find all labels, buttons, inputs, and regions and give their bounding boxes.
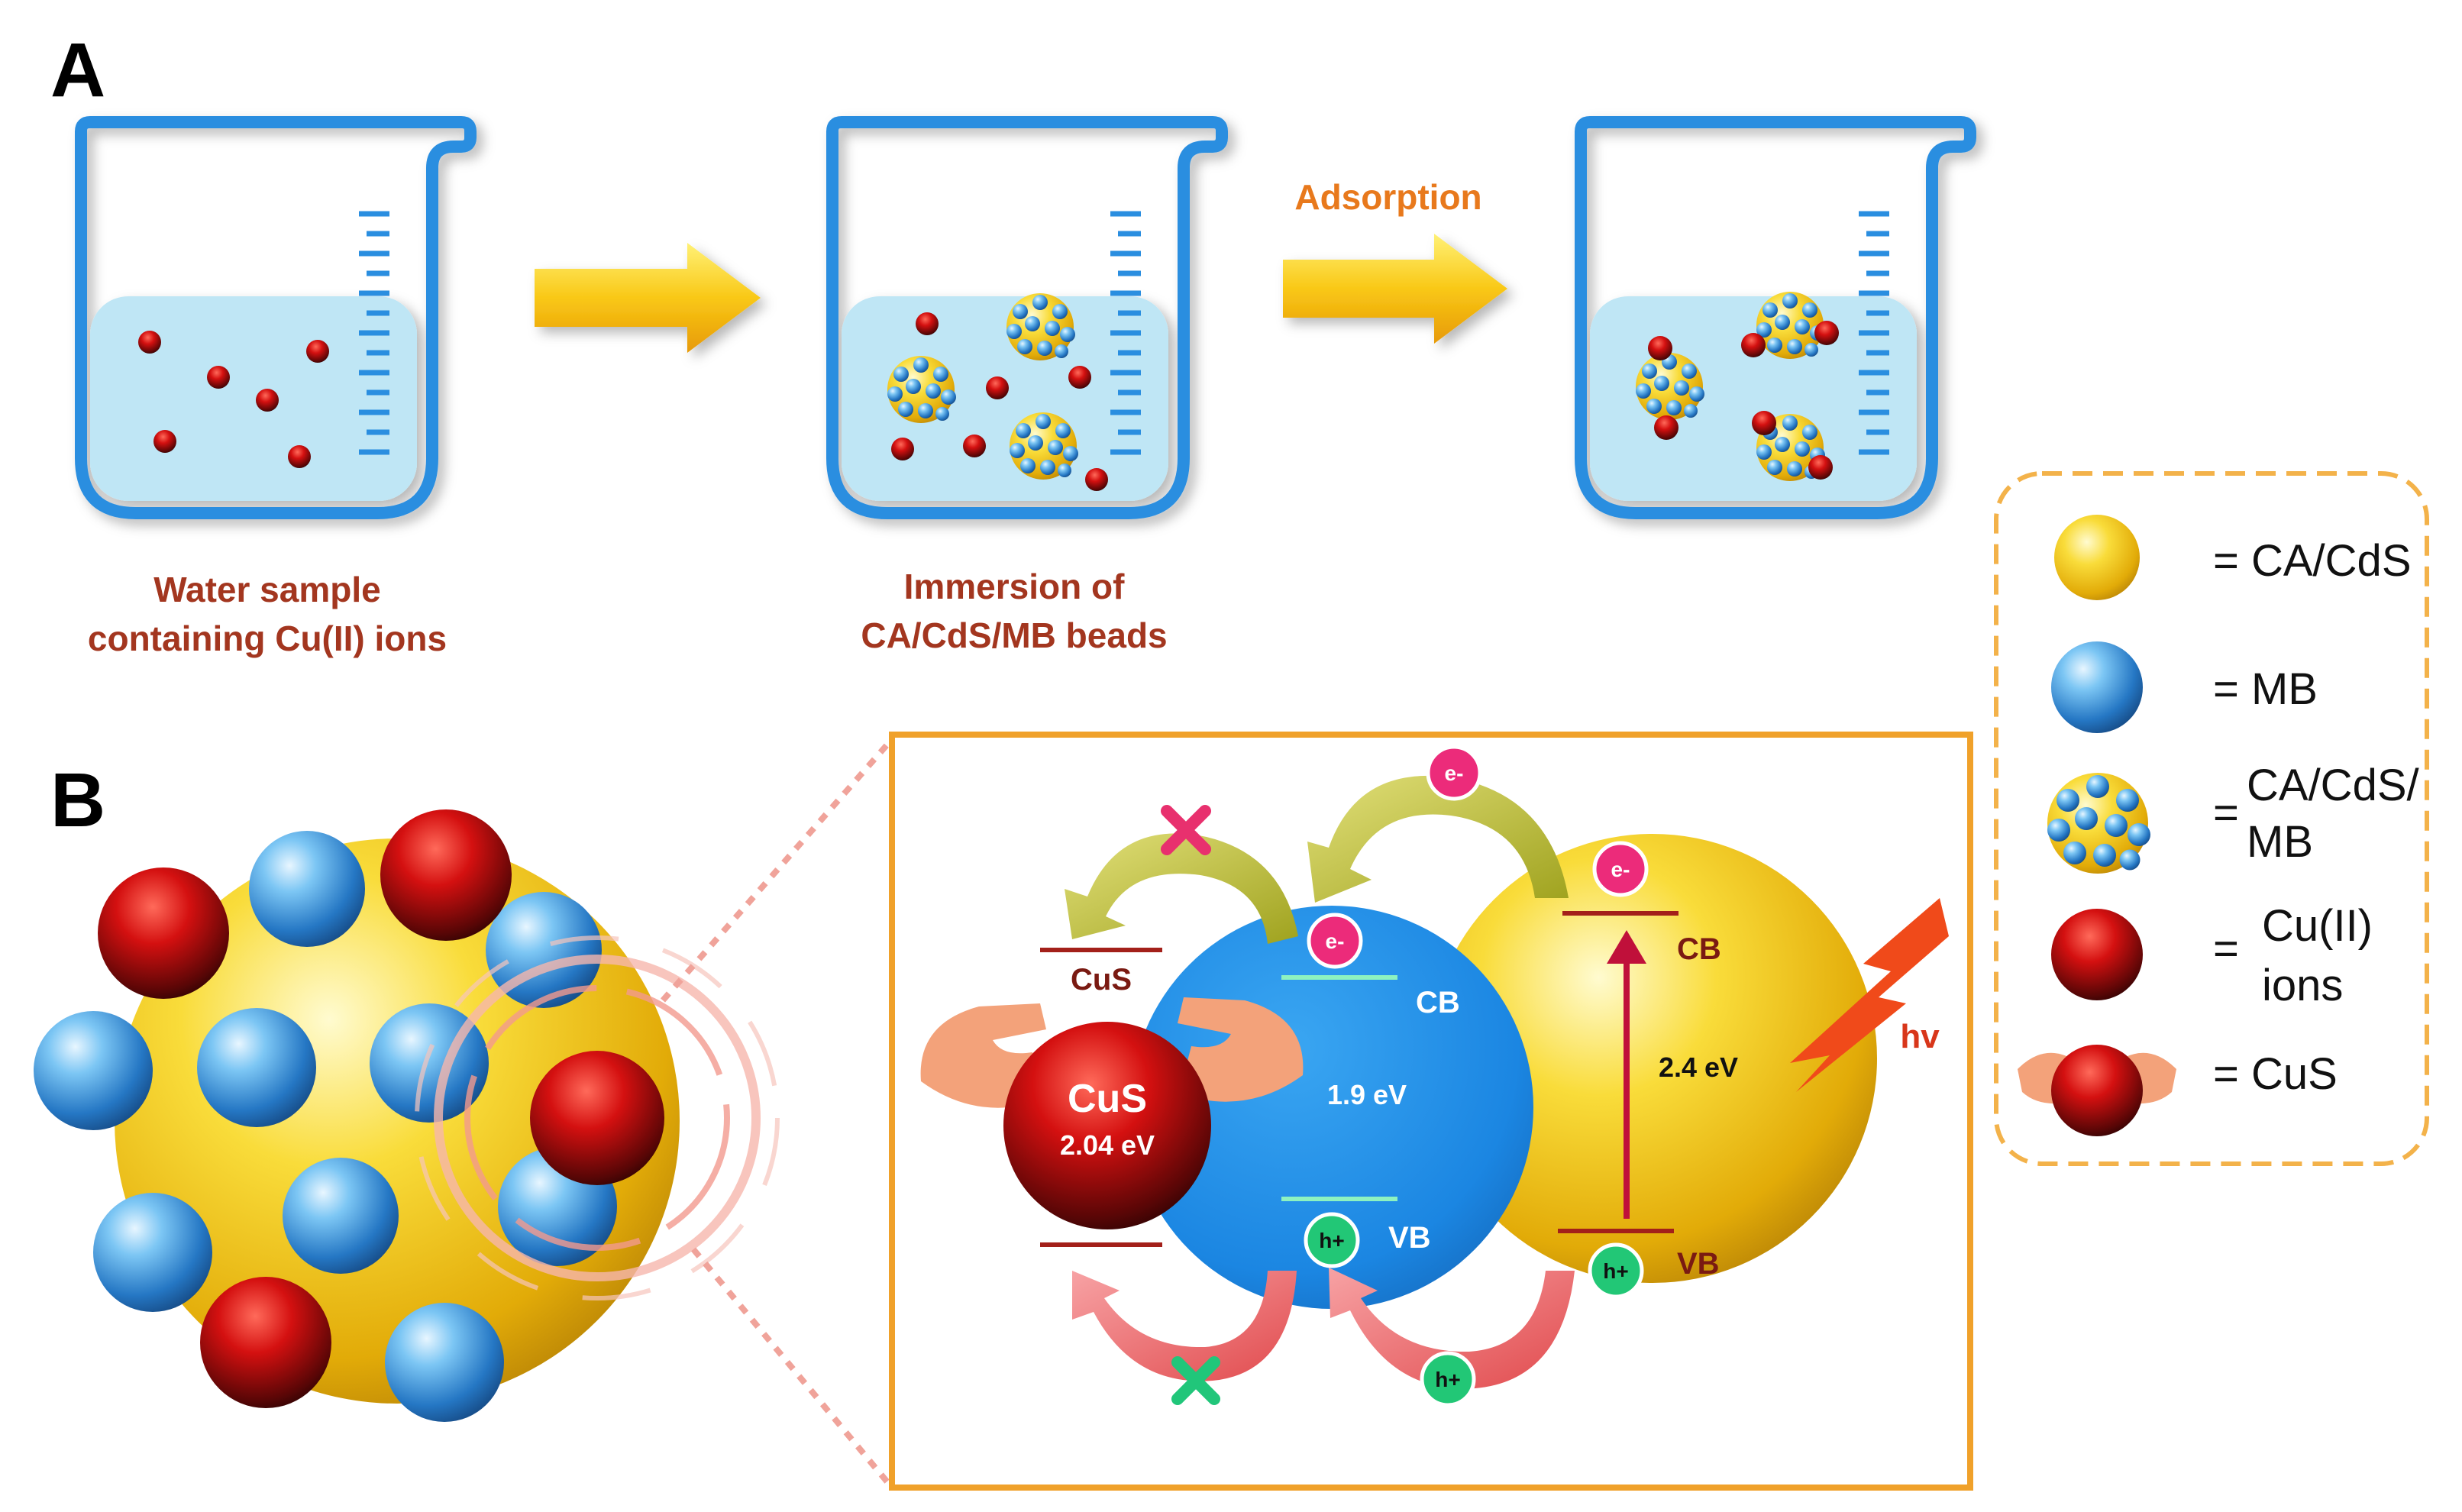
electron-transfer-top: e- (1426, 745, 1482, 801)
legend-bead-eq: = (2213, 788, 2239, 838)
beaker-3-scale (1859, 211, 1889, 455)
legend-label-mb: = MB (2213, 664, 2318, 714)
legend-mb-sphere (2051, 641, 2143, 733)
panel-b-letter: B (50, 758, 105, 843)
cus-sphere-gap: 2.04 eV (1060, 1129, 1155, 1161)
electron-mb: e- (1307, 913, 1363, 969)
blocked-electron-arrow (1065, 833, 1298, 944)
cds-gap-label: 2.4 eV (1659, 1052, 1738, 1083)
legend-cds-sphere (2054, 515, 2140, 600)
blocked-hole-arrow (1072, 1271, 1297, 1381)
beaker-1-scale (359, 211, 389, 455)
svg-text:e-: e- (1611, 858, 1630, 881)
panel-a-letter: A (50, 27, 105, 113)
blocked-electron-x-icon (1161, 805, 1211, 855)
bead-cu-1 (98, 867, 229, 999)
process-arrow-1 (535, 243, 761, 353)
svg-text:h+: h+ (1603, 1259, 1628, 1283)
bead-cu-4 (200, 1277, 331, 1408)
bead-mb-8 (93, 1193, 212, 1312)
bead-mb-4 (197, 1008, 316, 1127)
legend-cu-line-1: Cu(II) (2262, 901, 2373, 951)
electron-cds: e- (1592, 841, 1649, 897)
mb-cb-label: CB (1416, 986, 1460, 1019)
cds-vb-label: VB (1677, 1247, 1720, 1281)
legend-bead-icon (2047, 773, 2150, 874)
cus-band-label: CuS (1071, 963, 1132, 997)
blocked-hole-x-icon (1171, 1356, 1220, 1405)
bead-cu-2 (380, 809, 512, 941)
legend-label-cus: = CuS (2213, 1049, 2338, 1099)
legend-bead-line-2: MB (2247, 817, 2313, 867)
adsorption-label: Adsorption (1294, 177, 1481, 217)
bead-mb-9 (385, 1303, 504, 1422)
zoom-rings (415, 935, 780, 1300)
excitation-arrowhead (1607, 930, 1646, 964)
beaker-1 (75, 116, 477, 519)
cds-sphere (1428, 834, 1877, 1283)
beaker-2-contents (887, 293, 1108, 491)
beaker-2-scale (1110, 211, 1141, 455)
beaker-1-cu-ions (138, 331, 329, 468)
beaker-2 (826, 116, 1228, 519)
legend-cu-line-2: ions (2262, 961, 2343, 1010)
beaker-2-caption-line-2: CA/CdS/MB beads (861, 615, 1167, 655)
beaker-3-contents (1636, 292, 1839, 481)
legend-label-ca-cds: = CA/CdS (2213, 536, 2412, 586)
beaker-1-caption-line-1: Water sample (153, 570, 380, 609)
legend-box (1994, 471, 2429, 1166)
legend-cu-eq: = (2213, 924, 2239, 974)
light-label: hv (1900, 1018, 1940, 1055)
beaker-2-caption-line-1: Immersion of (904, 567, 1126, 606)
hole-mb: h+ (1304, 1212, 1360, 1268)
zoom-line-top (660, 737, 895, 1003)
hole-transfer-bottom: h+ (1420, 1351, 1476, 1407)
beaker-1-caption-line-2: containing Cu(II) ions (88, 619, 447, 658)
legend-cus-icon (2018, 1045, 2176, 1136)
legend-cu-sphere (2051, 909, 2143, 1000)
svg-text:e-: e- (1326, 929, 1345, 953)
bead-mb-6 (283, 1158, 399, 1274)
zoom-line-bottom (690, 1247, 895, 1490)
cus-sphere (1003, 1022, 1211, 1229)
svg-text:h+: h+ (1435, 1368, 1460, 1391)
cus-sphere-title: CuS (1068, 1077, 1147, 1121)
bead-mb-3 (34, 1011, 153, 1130)
lightning-icon (1790, 898, 1949, 1092)
bead-cu-3 (530, 1051, 664, 1185)
svg-text:e-: e- (1445, 761, 1464, 785)
cds-cb-label: CB (1677, 932, 1721, 966)
hole-cds: h+ (1588, 1242, 1644, 1299)
big-bead (34, 809, 680, 1422)
process-arrow-2 (1283, 234, 1507, 344)
legend-bead-line-1: CA/CdS/ (2247, 761, 2420, 810)
svg-text:h+: h+ (1319, 1229, 1344, 1252)
mb-gap-label: 1.9 eV (1327, 1079, 1407, 1110)
mb-vb-label: VB (1388, 1221, 1431, 1255)
bead-mb-1 (249, 831, 365, 947)
electron-transfer-arrow (1307, 775, 1569, 903)
hole-transfer-arrow (1329, 1268, 1575, 1389)
